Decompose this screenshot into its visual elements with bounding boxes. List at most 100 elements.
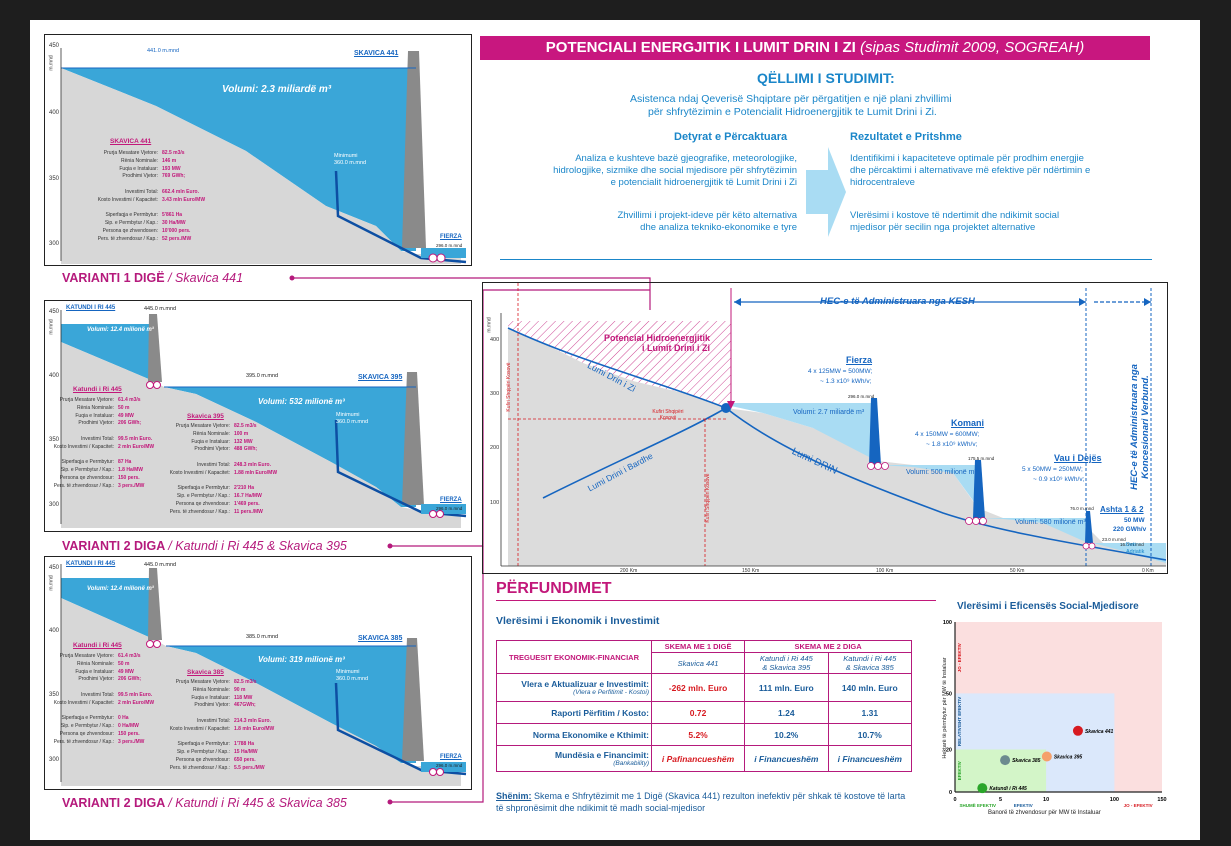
- v3b-param-value: 467GWh;: [234, 702, 256, 709]
- v2b-param-value: 100 m: [234, 430, 249, 437]
- v2a-param-label: Pers. të zhvendosur / Kap.:: [53, 482, 114, 489]
- v2-volume: Volumi: 532 milionë m³: [258, 397, 345, 406]
- v2a-param-value: 99.5 mln Euro.: [118, 436, 153, 442]
- v3b-param-value: 118 MW: [234, 694, 253, 701]
- border-label-3: Kufiri Shqipëri Kosovë: [705, 473, 711, 523]
- v2-paramsA-title: Katundi i Ri 445: [73, 386, 122, 393]
- zone-label-effective-y: EFEKTIV: [957, 761, 962, 780]
- v3a-param-label: Persona qe zhvendosur:: [59, 731, 114, 737]
- row-npv-label: Vlera e Aktualizuar e Investimit:: [521, 679, 649, 689]
- y-tick-label: 0: [949, 790, 952, 796]
- variant3-frame: [44, 556, 472, 790]
- economic-table: TREGUESIT EKONOMIK-FINANCIAR SKEMA ME 1 …: [496, 640, 913, 772]
- variant3-profile: [60, 564, 467, 786]
- vau-capacity: 5 x 50MW = 250MW;: [1022, 466, 1083, 473]
- v2b-param-label: Rënia Nominale:: [193, 430, 230, 437]
- bc-2: 1.24: [744, 701, 829, 724]
- v3-upper-dam-name: KATUNDI I RI 445: [66, 561, 116, 567]
- profile-xtick-150: 150 Km: [742, 568, 760, 574]
- v2b-param-value: 82.5 m3/s: [234, 423, 257, 429]
- v1-params-title: SKAVICA 441: [110, 138, 152, 145]
- conclusions-title: PËRFUNDIMET: [496, 580, 612, 597]
- ashta-level-1: 23.0 m.mnd: [1102, 537, 1126, 542]
- scatter-point: [1000, 755, 1011, 766]
- v3a-param-label: Prodhimi Vjetor:: [78, 676, 114, 683]
- zone-label-not-effective-y: JO - EFEKTIV: [957, 643, 962, 672]
- v1-param-value: 193 MW: [162, 165, 181, 172]
- note-label: Shënim:: [496, 791, 532, 801]
- v3b-param-value: 15 Ha/MW: [234, 749, 258, 756]
- v3b-param-value: 650 pers.: [234, 757, 256, 763]
- table-scheme2: SKEMA ME 2 DIGA: [744, 640, 912, 653]
- variant2-label-sub: / Katundi i Ri 445 & Skavica 395: [168, 539, 347, 553]
- v3a-param-value: 0 Ha/MW: [118, 723, 139, 730]
- komani-capacity: 4 x 150MW = 600MW;: [915, 431, 980, 438]
- border-label-2: Kufiri Shqipëri Kosovë: [652, 409, 684, 421]
- v3-paramsA-title: Katundi i Ri 445: [73, 642, 122, 649]
- v3b-param-label: Pers. të zhvendosur / Kap.:: [169, 764, 230, 771]
- v3-fierza: FIERZA: [440, 754, 462, 760]
- v2a-param-value: 87 Ha: [118, 459, 132, 466]
- table-c2: Katundi i Ri 445 & Skavica 395: [744, 652, 829, 674]
- v2b-param-value: 2'210 Ha: [234, 485, 255, 492]
- sea-label: Deti Adriatik: [1126, 542, 1145, 555]
- eirr-1: 5.2%: [650, 723, 746, 746]
- bc-1: 0.72: [650, 701, 746, 724]
- v2-tick-450: 450: [49, 309, 60, 315]
- v2a-param-label: Persona qe zhvendosur:: [59, 475, 114, 481]
- profile-units: m.mnd: [486, 317, 493, 333]
- v2a-param-value: 61.4 m3/s: [118, 397, 141, 403]
- ashta-level-2: 16.0 m.mnd: [1120, 542, 1144, 547]
- v3a-param-value: 3 pers./MW: [118, 738, 145, 745]
- v1-fierza: FIERZA: [440, 234, 462, 240]
- vau-level: 76.0 m.mnd: [1070, 506, 1094, 511]
- v1-param-value: 3.43 mln Euro/MW: [162, 196, 206, 203]
- v3a-param-label: Siperfaqja e Permbytur:: [61, 715, 114, 722]
- row-bank-sub: (Bankability): [613, 760, 649, 767]
- v3-tick-400: 400: [49, 628, 60, 634]
- v1-tick-450: 450: [49, 43, 60, 49]
- bank-3: i Financueshëm: [827, 745, 913, 772]
- v3b-param-label: Kosto Investimi / Kapacitet:: [169, 725, 230, 732]
- fierza-level: 296.0 m.mnd: [848, 394, 875, 399]
- v2b-param-value: 248.3 mln Euro.: [234, 462, 271, 468]
- v1-units: m.mnd: [48, 55, 55, 71]
- bank-2: i Financueshëm: [744, 745, 829, 772]
- v2a-param-value: 50 m: [118, 404, 130, 411]
- v3b-param-label: Persona qe zhvendosur:: [175, 757, 230, 763]
- table-col-header: TREGUESIT EKONOMIK-FINANCIAR: [496, 640, 652, 674]
- v2-dam-name: SKAVICA 395: [358, 374, 403, 381]
- v3-crest2-level: 385.0 m.mnd: [246, 634, 279, 640]
- arrow-right-icon: [806, 147, 846, 237]
- v3b-param-label: Investimi Total:: [197, 718, 230, 724]
- y-tick-label: 100: [943, 620, 952, 626]
- v2a-param-value: 2 mln Euro/MW: [118, 443, 155, 450]
- vau-volume: Volumi: 580 milionë m³: [1015, 519, 1086, 526]
- results-p2: Vlerësimi i kostove të ndertimit dhe ndi…: [850, 210, 1150, 234]
- fierza-name: Fierza: [846, 355, 873, 365]
- profile-xtick-50: 50 Km: [1010, 568, 1025, 574]
- v1-param-value: 10'000 pers.: [162, 228, 191, 234]
- v1-param-value: 82.5 m3/s: [162, 150, 185, 156]
- v3-tick-300: 300: [49, 757, 60, 763]
- tasks-p1-line2: hidrologjike, sizmike dhe social mjediso…: [553, 165, 797, 176]
- v2a-param-label: Siperfaqja e Permbytur:: [61, 459, 114, 466]
- profile-xtick-0: 0 Km: [1142, 568, 1154, 574]
- v3-volume: Volumi: 319 milionë m³: [258, 655, 345, 664]
- v1-param-label: Fuqia e Instaluar:: [119, 165, 158, 172]
- profile-ytick-300: 300: [490, 391, 500, 397]
- v1-param-value: 5'861 Ha: [162, 212, 183, 219]
- results-p1: Identifikimi i kapaciteteve optimale për…: [850, 153, 1150, 189]
- v2b-param-label: Siperfaqja e Permbytur:: [177, 485, 230, 492]
- tasks-p2-line2: dhe analiza tekniko-ekonomike e tyre: [640, 222, 797, 233]
- variant2-profile: [60, 310, 467, 528]
- profile-frame: [482, 282, 1168, 574]
- variant1-frame: [44, 34, 472, 266]
- v2-upper-dam-name: KATUNDI I RI 445: [66, 305, 116, 311]
- v3b-param-value: 82.5 m3/s: [234, 679, 257, 685]
- v1-volume: Volumi: 2.3 miliardë m³: [222, 84, 332, 95]
- tasks-p1-line3: e potencialit hidroenergjitik të Lumit D…: [610, 177, 797, 188]
- conclusions-title-underline: [496, 600, 936, 601]
- variant2-label: VARIANTI 2 DIGA / Katundi i Ri 445 & Ska…: [62, 539, 347, 553]
- v3a-param-value: 150 pers.: [118, 731, 140, 737]
